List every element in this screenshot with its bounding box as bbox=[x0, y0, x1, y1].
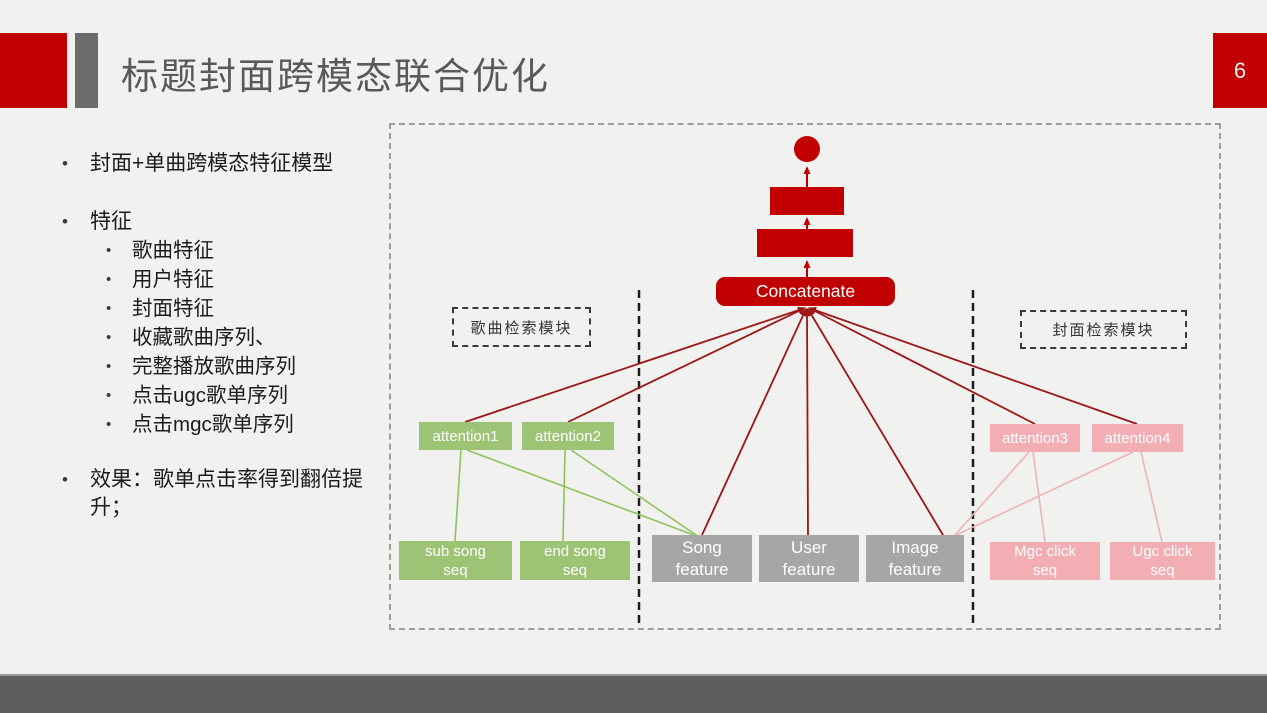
list-item: • 用户特征 bbox=[106, 265, 374, 294]
bullet-icon: • bbox=[62, 212, 68, 231]
list-item: • 效果：歌单点击率得到翻倍提升； bbox=[62, 466, 374, 522]
sub-song-seq-node: sub song seq bbox=[399, 541, 512, 580]
bullet-icon: • bbox=[106, 387, 112, 404]
bullet-icon: • bbox=[106, 329, 112, 346]
node-label: Mgc click seq bbox=[1014, 543, 1076, 579]
list-item: • 封面+单曲跨模态特征模型 bbox=[62, 150, 374, 178]
mgc-click-seq-node: Mgc click seq bbox=[990, 542, 1100, 580]
song-retrieval-module-label: 歌曲检索模块 bbox=[452, 307, 591, 347]
bullet-list: • 封面+单曲跨模态特征模型 • 特征 • 歌曲特征 • 用户特征 • 封面特征… bbox=[62, 150, 374, 522]
hidden-layer-box-top bbox=[770, 187, 844, 215]
sub-bullet-list: • 歌曲特征 • 用户特征 • 封面特征 • 收藏歌曲序列、 • 完整播放歌曲序… bbox=[106, 236, 374, 439]
bullet-icon: • bbox=[106, 271, 112, 288]
node-label: Ugc click seq bbox=[1132, 543, 1193, 579]
attention1-node: attention1 bbox=[419, 422, 512, 450]
node-label: Image feature bbox=[888, 537, 942, 579]
list-item: • 点击mgc歌单序列 bbox=[106, 410, 374, 439]
list-item-text: 效果：歌单点击率得到翻倍提升； bbox=[90, 468, 363, 519]
bullet-icon: • bbox=[62, 154, 68, 173]
node-label: end song seq bbox=[544, 542, 606, 579]
footer-bar bbox=[0, 674, 1267, 713]
page-number-badge: 6 bbox=[1213, 33, 1267, 108]
bullet-icon: • bbox=[106, 416, 112, 433]
node-label: Song feature bbox=[675, 537, 729, 579]
slide-title: 标题封面跨模态联合优化 bbox=[121, 57, 550, 98]
list-item-text: 歌曲特征 bbox=[132, 239, 214, 262]
accent-red-square bbox=[0, 33, 67, 108]
hidden-layer-box-mid bbox=[757, 229, 853, 257]
cover-retrieval-module-label: 封面检索模块 bbox=[1020, 310, 1187, 349]
architecture-diagram: Concatenate 歌曲检索模块 封面检索模块 attention1 att… bbox=[389, 123, 1221, 630]
attention2-node: attention2 bbox=[522, 422, 614, 450]
list-item: • 特征 bbox=[62, 208, 374, 236]
ugc-click-seq-node: Ugc click seq bbox=[1110, 542, 1215, 580]
list-item-text: 收藏歌曲序列、 bbox=[132, 326, 276, 349]
song-feature-node: Song feature bbox=[652, 535, 752, 582]
attention4-node: attention4 bbox=[1092, 424, 1183, 452]
list-item: • 点击ugc歌单序列 bbox=[106, 381, 374, 410]
bullet-icon: • bbox=[106, 300, 112, 317]
list-item: • 完整播放歌曲序列 bbox=[106, 352, 374, 381]
bullet-icon: • bbox=[106, 242, 112, 259]
list-item: • 封面特征 bbox=[106, 294, 374, 323]
node-label: sub song seq bbox=[425, 542, 486, 579]
list-item-text: 点击ugc歌单序列 bbox=[132, 384, 289, 407]
list-item-text: 点击mgc歌单序列 bbox=[132, 413, 294, 436]
list-item: • 收藏歌曲序列、 bbox=[106, 323, 374, 352]
diagram-connectors bbox=[454, 136, 1163, 625]
list-item-text: 特征 bbox=[90, 210, 132, 233]
user-feature-node: User feature bbox=[759, 535, 859, 582]
list-item-text: 封面特征 bbox=[132, 297, 214, 320]
list-item-text: 完整播放歌曲序列 bbox=[132, 355, 296, 378]
bullet-icon: • bbox=[106, 358, 112, 375]
list-item: • 歌曲特征 bbox=[106, 236, 374, 265]
image-feature-node: Image feature bbox=[866, 535, 964, 582]
list-item-text: 封面+单曲跨模态特征模型 bbox=[90, 152, 334, 175]
bullet-icon: • bbox=[62, 470, 68, 489]
concatenate-node: Concatenate bbox=[716, 277, 895, 306]
list-item-text: 用户特征 bbox=[132, 268, 214, 291]
node-label: User feature bbox=[782, 537, 836, 579]
attention3-node: attention3 bbox=[990, 424, 1080, 452]
accent-gray-bar bbox=[75, 33, 98, 108]
end-song-seq-node: end song seq bbox=[520, 541, 630, 580]
